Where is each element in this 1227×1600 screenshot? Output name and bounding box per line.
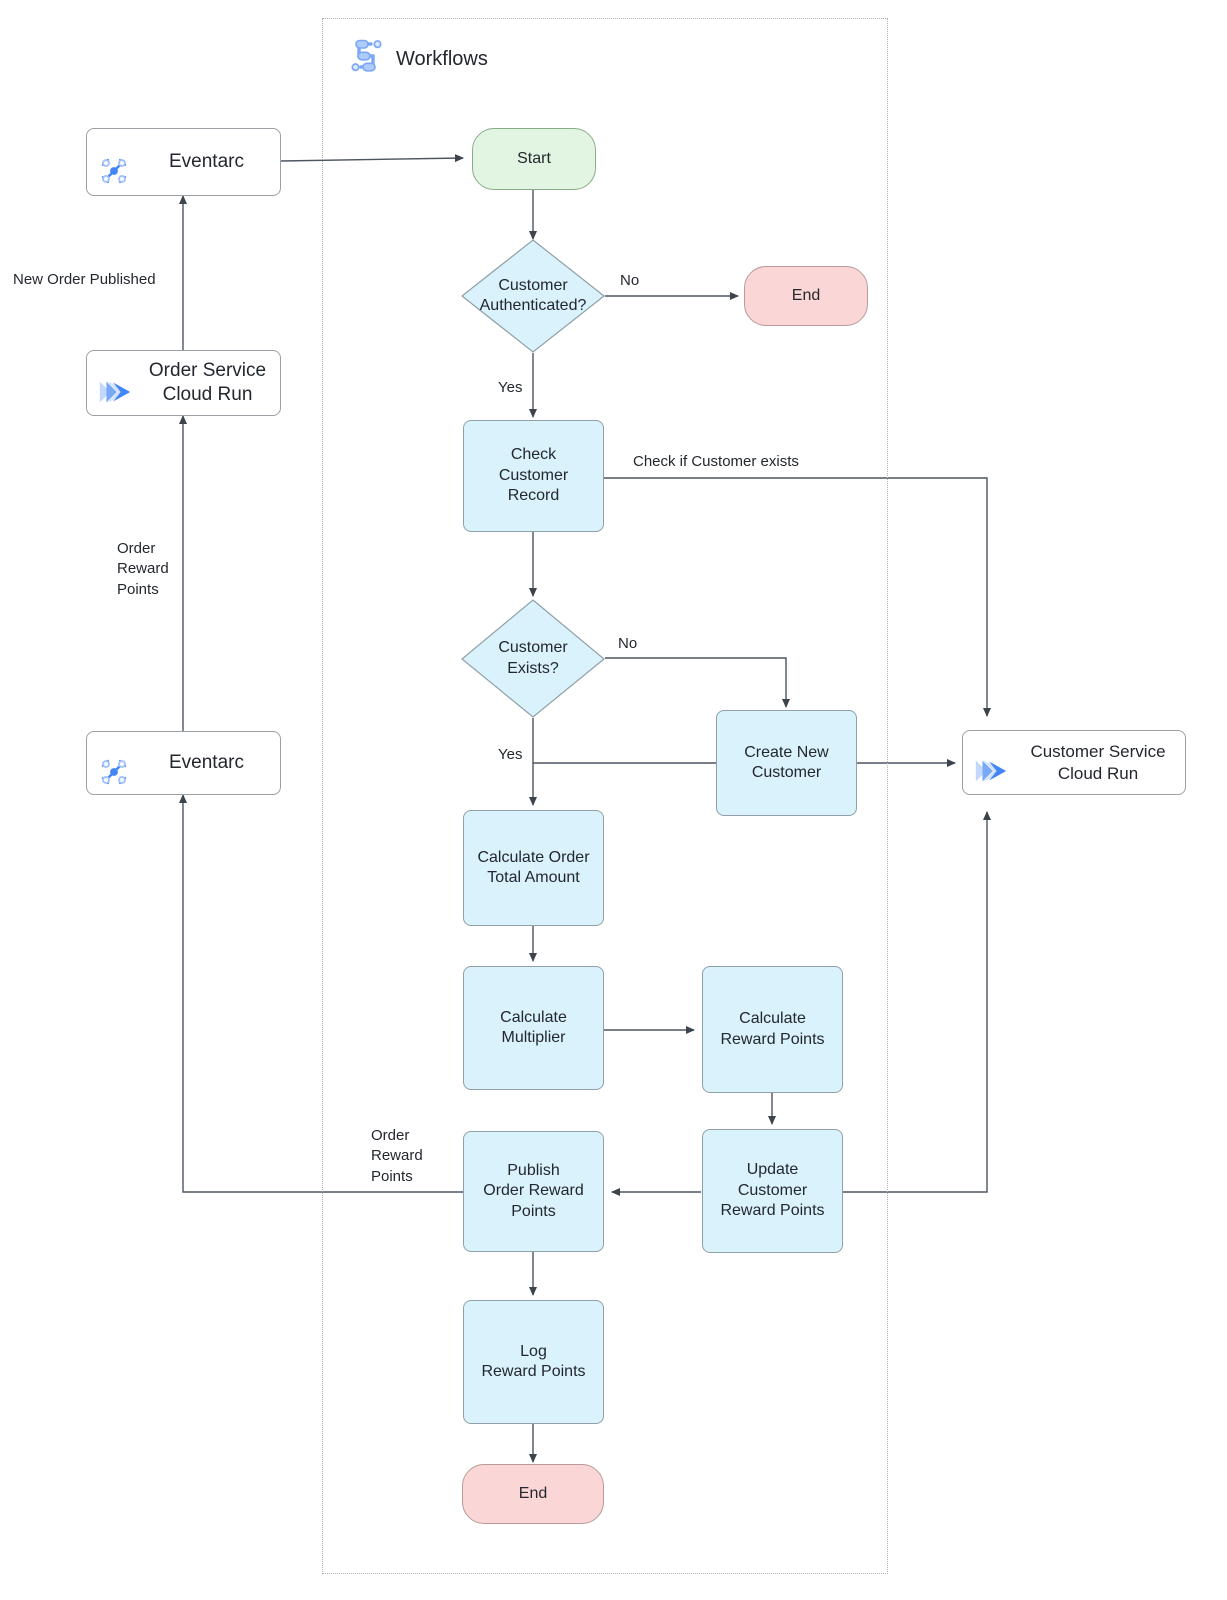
node-start-label: Start	[517, 149, 551, 167]
node-calculate-reward-points-label: Calculate Reward Points	[720, 1010, 825, 1048]
node-update-customer-reward-points-label: Update Customer Reward Points	[720, 1161, 825, 1220]
node-check-customer-record-label: Check Customer Record	[498, 446, 569, 505]
diamond-shape	[461, 599, 605, 718]
node-eventarc-bottom-label: Eventarc	[169, 751, 244, 773]
node-publish-order-reward-points-label: Publish Order Reward Points	[483, 1161, 584, 1220]
diamond-shape	[461, 239, 605, 353]
edge-label-new-order-published: New Order Published	[13, 271, 156, 288]
node-customer-service-cloud-run-label: Customer Service Cloud Run	[1030, 741, 1166, 783]
node-calculate-reward-points[interactable]: Calculate Reward Points	[702, 966, 843, 1093]
node-eventarc-bottom[interactable]: Eventarc	[86, 731, 281, 795]
node-customer-service-cloud-run[interactable]: Customer Service Cloud Run	[962, 730, 1186, 795]
workflows-group-label: Workflows	[396, 47, 488, 70]
edge-label-exists-yes: Yes	[498, 746, 523, 763]
node-end-final-label: End	[518, 1484, 548, 1502]
node-order-service-cloud-run-label: Order Service Cloud Run	[148, 359, 267, 405]
node-calculate-order-total-amount[interactable]: Calculate Order Total Amount	[463, 810, 604, 926]
node-calculate-multiplier-label: Calculate Multiplier	[500, 1008, 567, 1046]
node-create-new-customer-label: Create New Customer	[744, 743, 829, 781]
node-order-service-cloud-run[interactable]: Order Service Cloud Run	[86, 350, 281, 416]
edge-label-exists-no: No	[618, 635, 638, 652]
workflows-icon	[346, 36, 386, 82]
node-calculate-order-total-amount-label: Calculate Order Total Amount	[477, 848, 590, 886]
cloud-run-icon	[95, 348, 135, 418]
node-decision-customer-authenticated-label: Customer Authenticated?	[479, 276, 587, 314]
node-eventarc-top[interactable]: Eventarc	[86, 128, 281, 196]
node-end-auth[interactable]: End	[744, 266, 868, 326]
node-calculate-multiplier[interactable]: Calculate Multiplier	[463, 966, 604, 1090]
edge-label-order-reward-points-bottom: Order Reward Points	[371, 1127, 423, 1185]
node-log-reward-points-label: Log Reward Points	[481, 1342, 586, 1380]
node-update-customer-reward-points[interactable]: Update Customer Reward Points	[702, 1129, 843, 1253]
edge-label-auth-no: No	[620, 272, 640, 289]
node-decision-customer-exists[interactable]: Customer Exists?	[461, 599, 605, 718]
eventarc-icon	[95, 127, 133, 197]
node-decision-customer-authenticated[interactable]: Customer Authenticated?	[461, 239, 605, 353]
node-publish-order-reward-points[interactable]: Publish Order Reward Points	[463, 1131, 604, 1252]
node-eventarc-top-label: Eventarc	[169, 150, 244, 172]
node-decision-customer-exists-label: Customer Exists?	[498, 639, 568, 677]
eventarc-icon	[95, 728, 133, 798]
node-start[interactable]: Start	[472, 128, 596, 190]
node-end-auth-label: End	[791, 286, 821, 304]
node-log-reward-points[interactable]: Log Reward Points	[463, 1300, 604, 1424]
cloud-run-icon	[971, 730, 1011, 796]
node-create-new-customer[interactable]: Create New Customer	[716, 710, 857, 816]
node-end-final[interactable]: End	[462, 1464, 604, 1524]
workflows-group-title: Workflows	[346, 36, 488, 82]
edge-label-auth-yes: Yes	[498, 379, 523, 396]
edge-label-check-if-customer-exists: Check if Customer exists	[633, 453, 799, 470]
edge-label-order-reward-points-left: Order Reward Points	[117, 540, 169, 598]
workflows-group-container	[322, 18, 888, 1574]
node-check-customer-record[interactable]: Check Customer Record	[463, 420, 604, 532]
